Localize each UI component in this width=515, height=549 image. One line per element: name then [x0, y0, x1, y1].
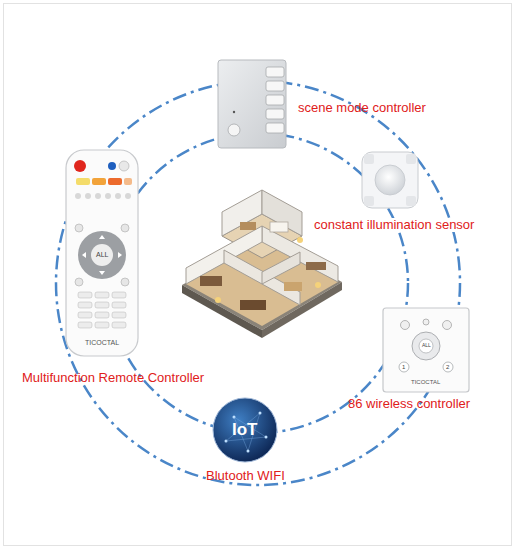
device-caption: scene mode controller	[298, 101, 426, 115]
globe-title: IoT	[232, 421, 258, 440]
button-label: 2	[446, 364, 449, 371]
house-illustration	[182, 190, 342, 338]
scene-controller-picture	[218, 60, 286, 148]
device-caption: constant illumination sensor	[312, 218, 476, 232]
button-label: ALL	[96, 251, 108, 259]
device-caption: Multifunction Remote Controller	[22, 371, 204, 385]
iot-globe: IoTBlutooth WIFI	[212, 397, 278, 463]
button-label: ALL	[422, 343, 431, 349]
brand-mark: TICOCTAL	[85, 339, 119, 347]
button-label: 1	[402, 364, 405, 371]
wireless-86-picture	[383, 308, 469, 392]
device-caption: Blutooth WIFI	[206, 469, 285, 483]
sensor-picture	[362, 152, 418, 208]
remote-picture	[66, 150, 138, 356]
brand-mark: TICOCTAL	[411, 379, 440, 386]
frame	[4, 4, 512, 546]
device-caption: 86 wireless controller	[348, 397, 470, 411]
